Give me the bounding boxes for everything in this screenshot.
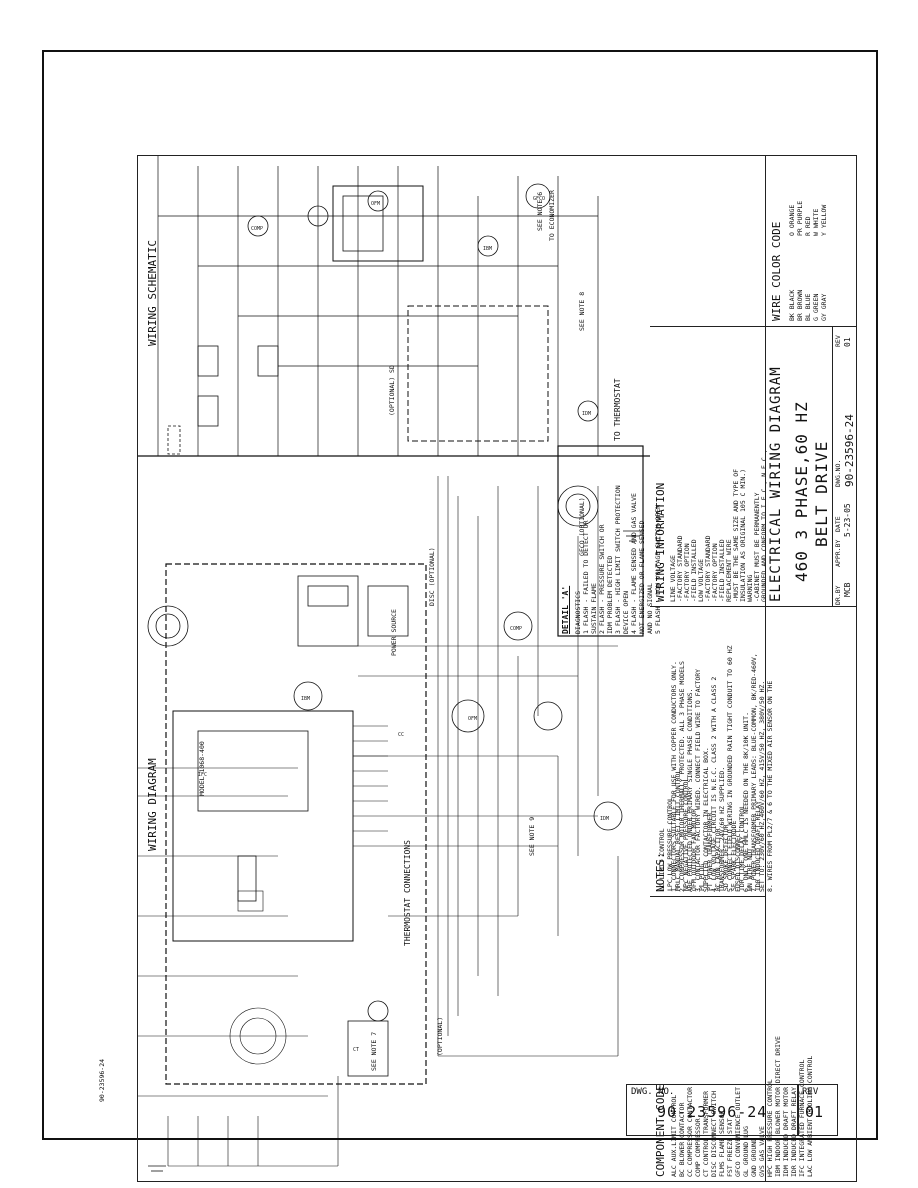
- color-item: W WHITE: [812, 208, 820, 236]
- note-item: 2. COMPRESSOR MOTOR THERMALLY PROTECTED.…: [678, 661, 686, 892]
- rev-strip: REV 01: [798, 1084, 838, 1136]
- wiring-info-block: WIRING INFORMATION LINE VOLTAGE -FACTORY…: [650, 326, 768, 607]
- detail-a-line: 3 FLASH - HIGH LIMIT SWITCH PROTECTION: [614, 485, 622, 634]
- wiring-diagram-title: WIRING DIAGRAM: [146, 758, 159, 851]
- title-line3: BELT DRIVE: [812, 440, 831, 547]
- diagram-dwg-block: [765, 606, 856, 1181]
- wiring-info-title: WIRING INFORMATION: [654, 482, 667, 602]
- svg-text:IDM: IDM: [582, 411, 591, 417]
- detail-a-line: 2 FLASH - PRESSURE SWITCH OR: [598, 524, 606, 634]
- note-item: TRANSFORMER, 24V/60 HZ SUPPLIED.: [718, 766, 726, 892]
- note-item: SUPPLIED CONTACTOR IN ELECTRICAL BOX.: [702, 747, 710, 892]
- note-item: 3. CONTACTOR FACTORY WIRED. CONNECT FIEL…: [694, 668, 702, 892]
- svg-text:COMP: COMP: [251, 226, 263, 232]
- title-line2: 460 3 PHASE,60 HZ: [792, 401, 811, 582]
- note-item: 5. CONNECT FIELD WIRING IN GROUNDED RAIN…: [726, 645, 734, 892]
- note-item: 7. POWER TRANSFORMER PRIMARY LEADS: BLUE…: [750, 653, 758, 892]
- rev-value: 01: [843, 337, 852, 347]
- color-item: R RED: [804, 216, 812, 236]
- svg-text:IBM: IBM: [301, 696, 310, 702]
- dwg-strip-number: 90-23596-24: [657, 1103, 768, 1121]
- title-block: ELECTRICAL WIRING DIAGRAM 460 3 PHASE,60…: [765, 326, 856, 607]
- detail-a-line: SUSTAIN FLAME: [590, 583, 598, 634]
- note-item: 4. LOW VOLTAGE CIRCUIT IS N.E.C. CLASS 2…: [710, 676, 718, 892]
- dr-by-value: MCB: [843, 582, 852, 597]
- wire-color-right: O ORANGE PR PURPLE R RED W WHITE Y YELLO…: [788, 201, 828, 236]
- notes-title: NOTES:: [654, 852, 667, 892]
- dwg-strip: DWG. NO. 90-23596-24: [626, 1084, 798, 1136]
- wiring-schematic-title: WIRING SCHEMATIC: [146, 240, 159, 346]
- detail-a-line: 4 FLASH - FLAME SENSED AND GAS VALVE: [630, 493, 638, 634]
- wiring-info-list: LINE VOLTAGE -FACTORY STANDARD -FACTORY …: [669, 449, 768, 602]
- detail-a-title: DETAIL 'A': [561, 585, 570, 634]
- appr-by-label: APPR.BY: [834, 539, 842, 567]
- color-item: BK BLACK: [788, 289, 796, 321]
- color-item: BL BLUE: [804, 293, 812, 321]
- component-code-block: COMPONENT CODE ALC AUX.LIMIT CONTROL BC …: [650, 896, 814, 1181]
- date-value: 5-23-05: [843, 503, 852, 537]
- wire-color-left: BK BLACK BR BROWN BL BLUE G GREEN GY GRA…: [788, 290, 828, 321]
- optional-sd-label: (OPTIONAL) SD: [388, 365, 396, 416]
- dr-by-label: DR.BY: [834, 585, 842, 605]
- color-item: PR PURPLE: [796, 200, 804, 236]
- power-source-label: POWER SOURCE: [390, 609, 398, 656]
- svg-text:IBM: IBM: [483, 246, 492, 252]
- svg-text:GFCO: GFCO: [533, 196, 545, 202]
- dwg-no-value: 90-23596-24: [843, 414, 856, 487]
- color-item: G GREEN: [812, 293, 820, 321]
- color-item: Y YELLOW: [820, 204, 828, 236]
- to-economizer-label: TO ECONOMIZER: [548, 190, 556, 241]
- notes-list: 1. CONNECTORS SUITABLE FOR USE WITH COPP…: [670, 645, 774, 892]
- svg-text:OFM: OFM: [468, 716, 477, 722]
- note-item: 1. CONNECTORS SUITABLE FOR USE WITH COPP…: [670, 661, 678, 892]
- svg-text:COMP: COMP: [510, 626, 522, 632]
- title-info-row: DR.BY MCB APPR.BY DATE 5-23-05 DWG.NO. 9…: [832, 327, 856, 607]
- svg-text:CC: CC: [398, 732, 404, 738]
- title-line1: ELECTRICAL WIRING DIAGRAM: [768, 366, 784, 602]
- note-item: 6. ONLY ONE HMLC IS NEEDED ON THE 8K/10K…: [742, 711, 750, 892]
- optional-label: (OPTIONAL): [436, 1016, 444, 1056]
- wiring-artwork: IFC CC OFM COMP IDM IBM CT IBM IDM OFM C…: [138, 156, 650, 1172]
- detail-a-line: NOT ENERGIZED OR FLAME SENSED: [638, 520, 646, 635]
- detail-a-line: 1 FLASH - FAILED TO DETECT OR: [582, 520, 590, 635]
- to-thermostat-label: TO THERMOSTAT: [613, 378, 622, 441]
- rev-strip-label: REV: [802, 1087, 819, 1097]
- corner-code: 90-23596-24: [98, 1058, 106, 1102]
- rev-label: REV: [834, 335, 842, 347]
- dwg-strip-label: DWG. NO.: [631, 1087, 675, 1097]
- wire-color-title: WIRE COLOR CODE: [770, 221, 783, 321]
- see-note-7-label: SEE NOTE 7: [370, 1031, 378, 1071]
- dwg-no-label: DWG.NO.: [834, 459, 842, 487]
- disc-optional-label: DISC (OPTIONAL): [428, 547, 436, 606]
- see-note-9-label: SEE NOTE 9: [528, 816, 536, 856]
- svg-text:CT: CT: [353, 1047, 359, 1053]
- color-item: BR BROWN: [796, 289, 804, 321]
- rev-strip-number: 01: [805, 1103, 824, 1121]
- notes-block: NOTES: 1. CONNECTORS SUITABLE FOR USE WI…: [650, 606, 774, 897]
- ifc-model-label: MODEL 1068-400: [198, 741, 206, 796]
- see-note-6-label: SEE NOTE 6: [536, 191, 544, 231]
- thermostat-connections-label: THERMOSTAT CONNECTIONS: [403, 840, 412, 946]
- svg-text:IDM: IDM: [600, 816, 609, 822]
- color-item: O ORANGE: [788, 204, 796, 236]
- drawing-sheet: IFC CC OFM COMP IDM IBM CT IBM IDM OFM C…: [42, 50, 878, 1182]
- drawing-border: IFC CC OFM COMP IDM IBM CT IBM IDM OFM C…: [137, 155, 857, 1182]
- svg-text:IFC: IFC: [198, 772, 207, 778]
- svg-text:OFM: OFM: [371, 201, 380, 207]
- detail-a-line: DIAGNOSTICS: [574, 590, 582, 634]
- color-item: GY GRAY: [820, 293, 828, 321]
- wire-color-block: WIRE COLOR CODE BK BLACK BR BROWN BL BLU…: [765, 156, 856, 326]
- detail-a-line: IDM PROBLEM DETECTED: [606, 555, 614, 634]
- note-item: ARE PROTECTED UNDER PRIMARY SINGLE PHASE…: [686, 688, 694, 893]
- see-note-8-label: SEE NOTE 8: [578, 291, 586, 331]
- date-label: DATE: [834, 516, 842, 532]
- detail-a-text: DIAGNOSTICS 1 FLASH - FAILED TO DETECT O…: [574, 485, 662, 634]
- note-item: FUSED DISCONNECT.: [734, 825, 742, 892]
- detail-a-line: DEVICE OPEN: [622, 590, 630, 634]
